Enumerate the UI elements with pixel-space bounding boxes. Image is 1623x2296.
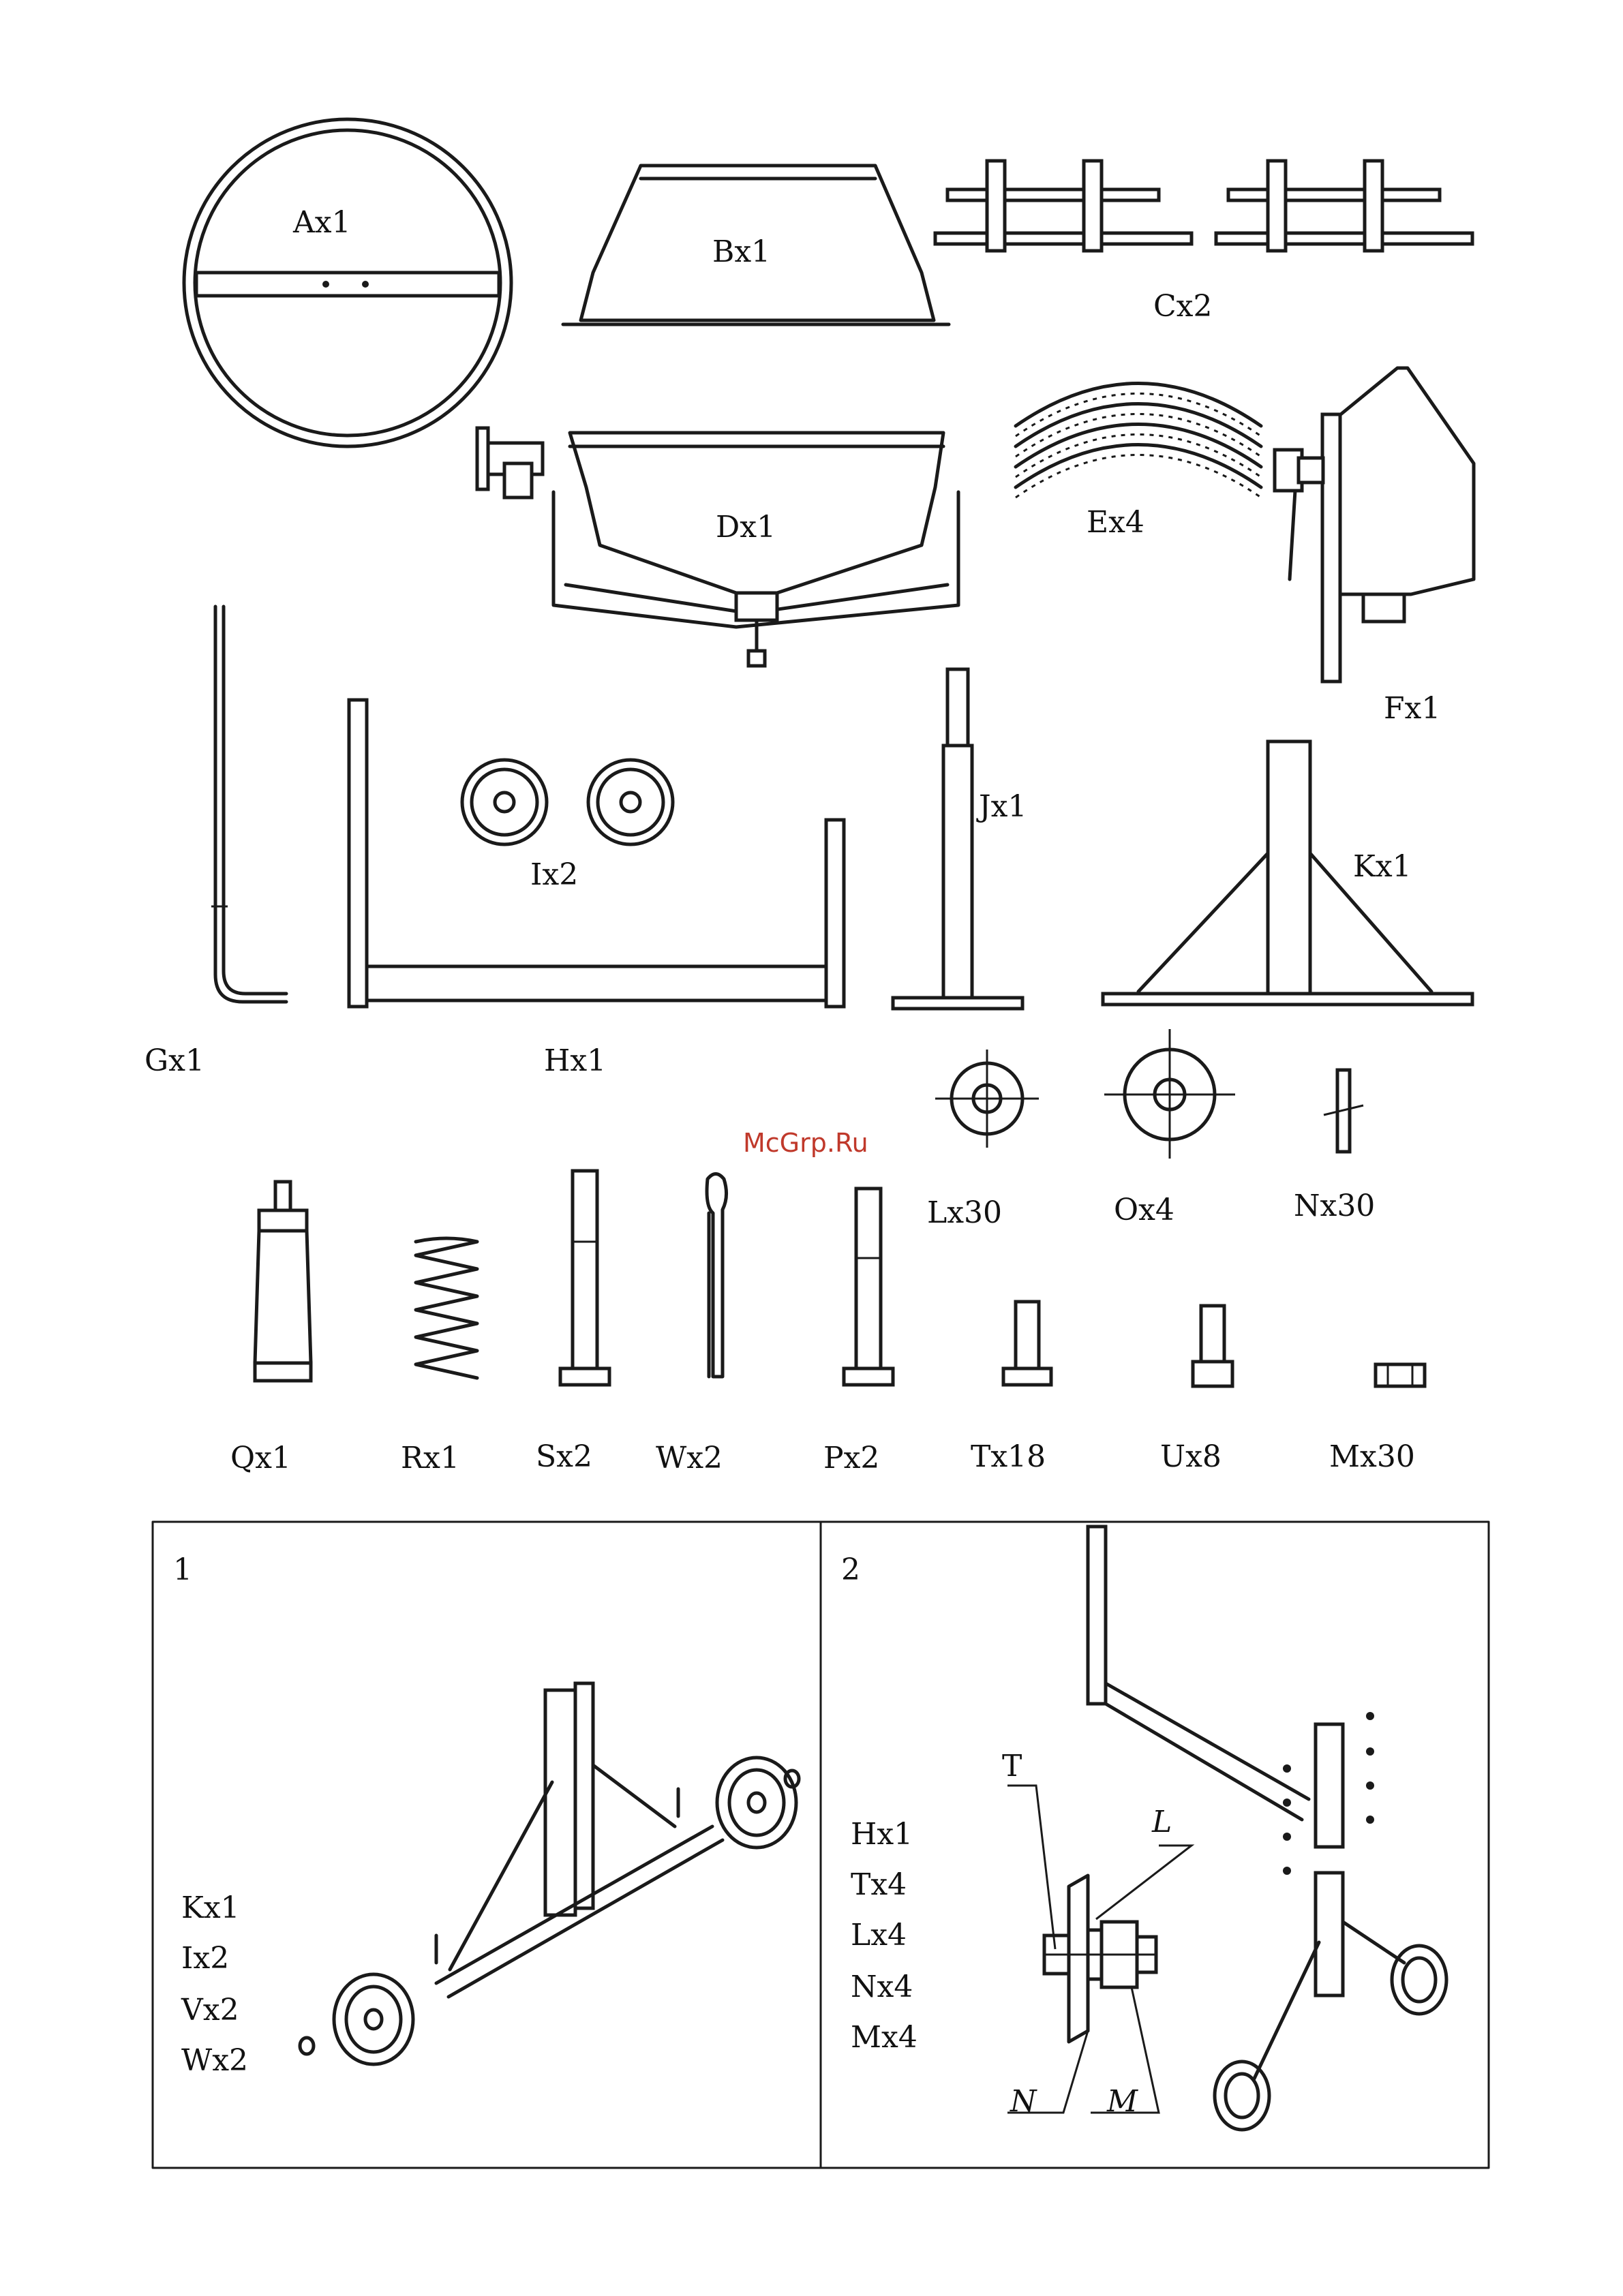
part-o-washer-drawing	[1104, 1029, 1235, 1159]
part-r-spring-drawing	[416, 1238, 477, 1378]
part-n-spring-washer-drawing	[1324, 1070, 1363, 1152]
part-f-motor-drawing	[1275, 368, 1474, 682]
part-w-cotter-pin-drawing	[707, 1174, 727, 1377]
step-1-item-2: Vx2	[181, 1995, 239, 2025]
label-part-d: Dx1	[716, 512, 776, 542]
step-2-panel	[821, 1522, 1489, 2168]
part-i-wheels-drawing	[462, 760, 673, 844]
callout-l: L	[1152, 1807, 1172, 1837]
step-2-item-2: Lx4	[851, 1920, 907, 1950]
part-g-rod-drawing	[211, 607, 286, 1002]
label-part-t: Tx18	[971, 1442, 1046, 1472]
part-a-ring-drawing	[184, 119, 511, 446]
part-p-bolt-drawing	[844, 1189, 893, 1385]
step-2-item-0: Hx1	[851, 1820, 913, 1850]
part-u-bolt-drawing	[1193, 1306, 1232, 1386]
label-part-s: Sx2	[536, 1442, 592, 1472]
part-m-nut-drawing	[1376, 1364, 1425, 1386]
watermark: McGrp.Ru	[743, 1130, 868, 1156]
callout-t: T	[1002, 1751, 1022, 1781]
step-1-illustration	[300, 1683, 799, 2064]
label-part-n: Nx30	[1294, 1191, 1375, 1221]
label-part-l: Lx30	[927, 1198, 1002, 1228]
part-t-bolt-drawing	[1003, 1302, 1051, 1385]
step-2-number: 2	[841, 1555, 860, 1585]
part-l-washer-drawing	[935, 1050, 1039, 1148]
label-part-q: Qx1	[230, 1443, 291, 1473]
label-part-p: Px2	[823, 1443, 879, 1473]
label-part-a: Ax1	[293, 208, 351, 238]
part-h-frame-drawing	[349, 700, 844, 1007]
part-q-grease-tube-drawing	[255, 1182, 311, 1381]
part-j-post-drawing	[893, 669, 1022, 1009]
label-part-k: Kx1	[1353, 852, 1412, 882]
label-part-j: Jx1	[979, 792, 1027, 822]
step-1-item-1: Ix2	[181, 1944, 229, 1974]
part-e-gear-segments-drawing	[1016, 384, 1261, 498]
part-s-bolt-drawing	[560, 1171, 609, 1385]
label-part-i: Ix2	[530, 860, 578, 890]
step-1-panel	[153, 1522, 821, 2168]
part-c-brackets-drawing	[935, 161, 1472, 251]
label-part-g: Gx1	[145, 1046, 204, 1076]
step-2-illustration	[1007, 1527, 1446, 2130]
step-1-item-3: Wx2	[181, 2046, 248, 2076]
part-d-drum-drawing	[477, 428, 958, 666]
step-2-item-3: Nx4	[851, 1972, 913, 2002]
label-part-c: Cx2	[1153, 292, 1212, 322]
label-part-r: Rx1	[401, 1443, 459, 1473]
label-part-b: Bx1	[712, 237, 770, 267]
label-part-w: Wx2	[656, 1443, 723, 1473]
part-k-stand-drawing	[1103, 741, 1472, 1005]
step-1-number: 1	[173, 1555, 192, 1585]
step-1-item-0: Kx1	[181, 1893, 240, 1923]
step-2-item-4: Mx4	[851, 2023, 917, 2053]
label-part-m: Mx30	[1329, 1442, 1415, 1472]
step-2-item-1: Tx4	[851, 1870, 907, 1900]
label-part-o: Ox4	[1114, 1195, 1174, 1225]
label-part-f: Fx1	[1384, 694, 1440, 724]
callout-n: N	[1010, 2087, 1037, 2117]
label-part-u: Ux8	[1160, 1442, 1222, 1472]
label-part-e: Ex4	[1087, 508, 1144, 538]
callout-m: M	[1107, 2087, 1138, 2117]
label-part-h: Hx1	[544, 1046, 606, 1076]
